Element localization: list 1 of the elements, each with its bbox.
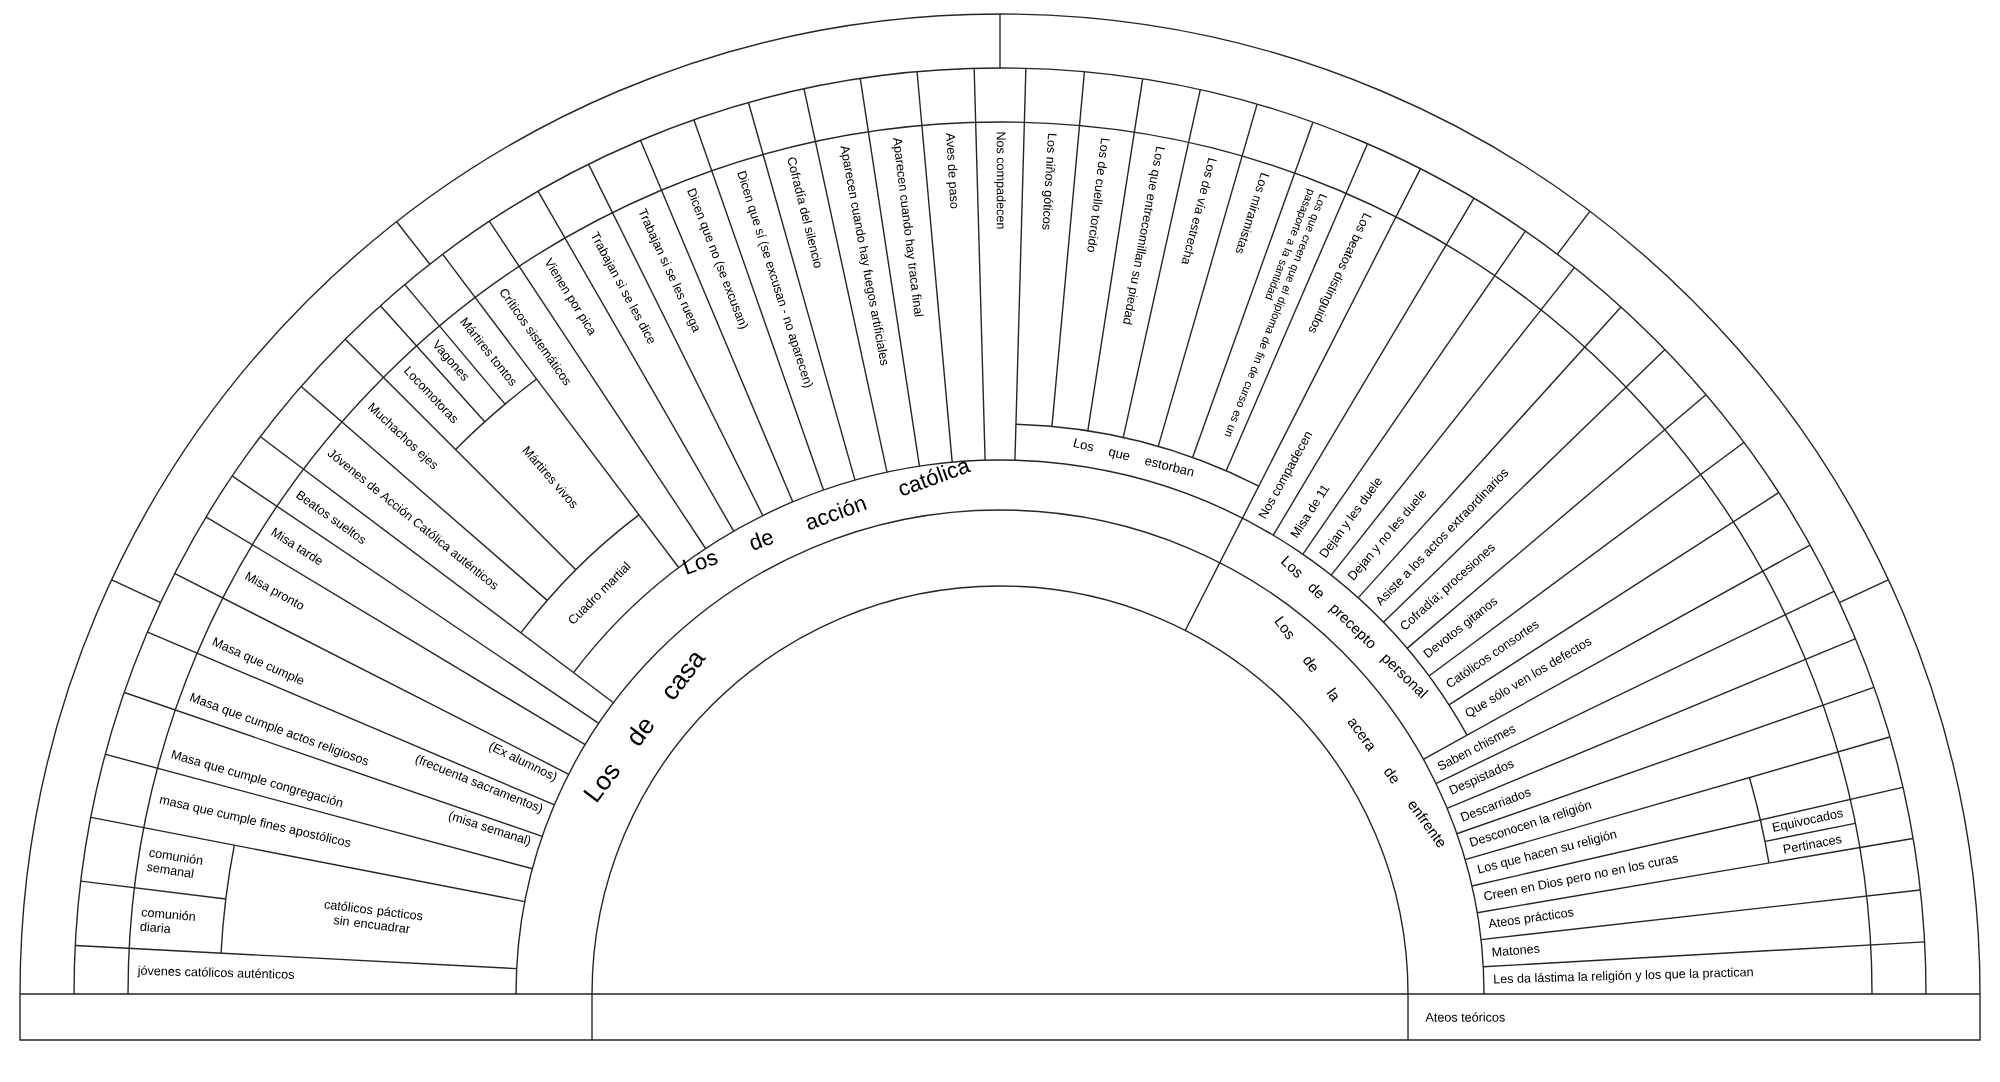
band-label: Los de acción católica — [682, 461, 972, 575]
